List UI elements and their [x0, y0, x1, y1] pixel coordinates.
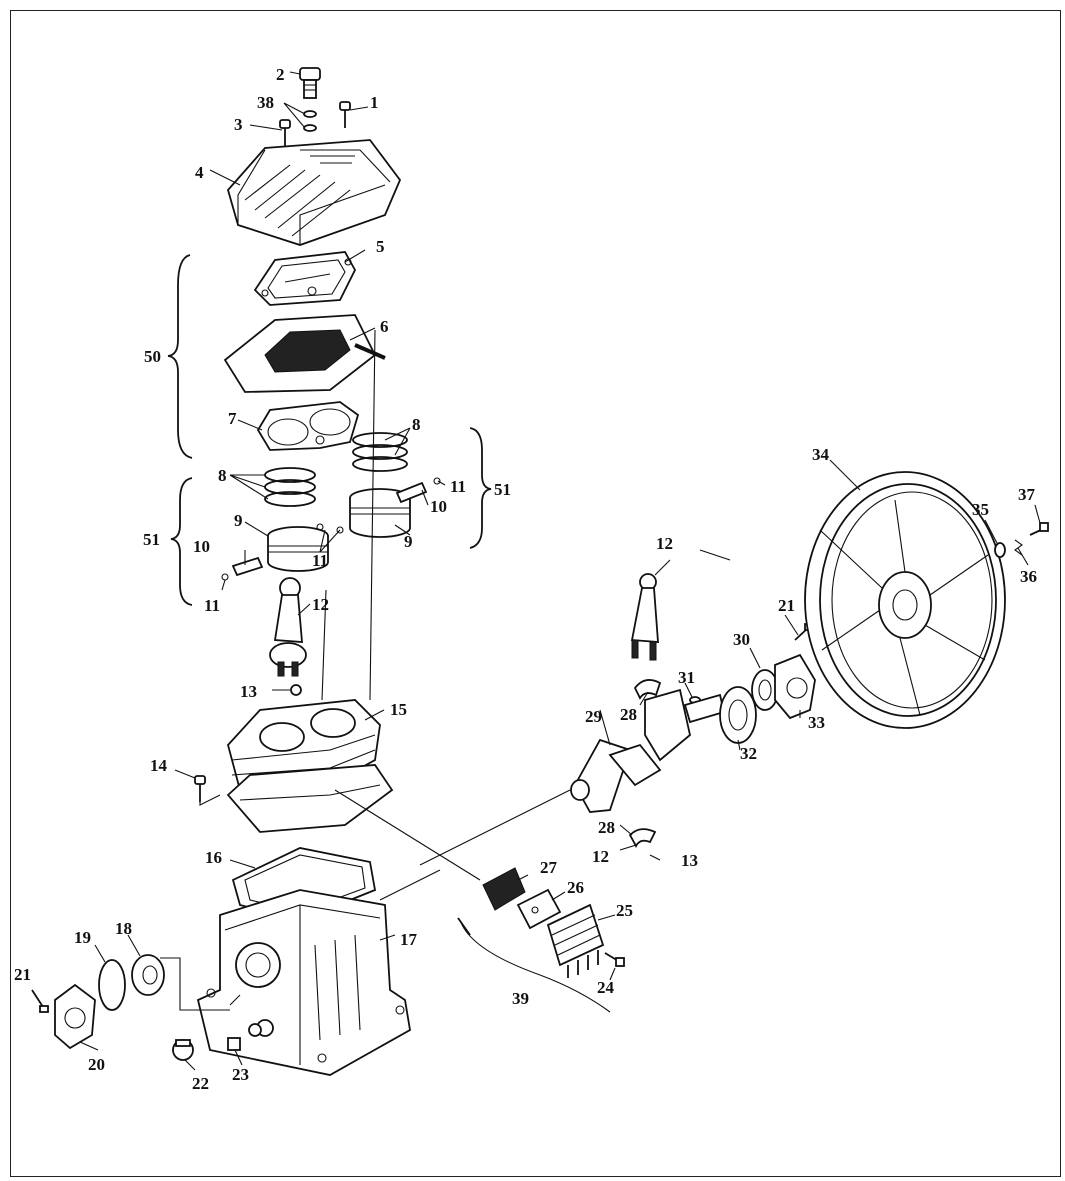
label-5: 5 [376, 237, 385, 256]
part-bearing-32 [719, 686, 757, 744]
label-8-right: 8 [412, 415, 421, 434]
label-22: 22 [192, 1074, 209, 1093]
label-17: 17 [400, 930, 418, 949]
brace-50 [167, 254, 193, 459]
label-20: 20 [88, 1055, 105, 1074]
part-gasket-7 [256, 401, 360, 451]
label-1: 1 [370, 93, 379, 112]
label-33: 33 [808, 713, 825, 732]
part-oring-19 [98, 959, 126, 1011]
label-30: 30 [733, 630, 750, 649]
part-labels: 1 2 3 4 5 6 7 8 8 9 9 10 10 11 11 11 12 … [14, 65, 1037, 1093]
label-11-mid: 11 [312, 551, 328, 570]
label-11-left: 11 [204, 596, 220, 615]
part-bolt-1 [339, 101, 351, 128]
diagram-frame [10, 10, 1061, 1177]
label-39: 39 [512, 989, 529, 1008]
label-15: 15 [390, 700, 407, 719]
label-37: 37 [1018, 485, 1036, 504]
label-18: 18 [115, 919, 132, 938]
label-8-left: 8 [218, 466, 227, 485]
brace-39 [457, 917, 471, 936]
label-16: 16 [205, 848, 222, 867]
label-12-bottom: 12 [592, 847, 609, 866]
part-cylinder-head-4 [226, 139, 402, 246]
label-4: 4 [195, 163, 204, 182]
part-breather-22 [172, 1039, 194, 1061]
part-bearing-shell-28 [628, 679, 662, 848]
label-7: 7 [228, 409, 237, 428]
label-36: 36 [1020, 567, 1037, 586]
part-drain-plug-23 [227, 1023, 262, 1051]
part-connecting-rod-12-left [269, 577, 307, 677]
label-13-left: 13 [240, 682, 257, 701]
label-29: 29 [585, 707, 602, 726]
part-piston-9-right [349, 488, 411, 538]
label-3: 3 [234, 115, 243, 134]
part-plug-2 [299, 67, 321, 99]
label-27: 27 [540, 858, 558, 877]
label-32: 32 [740, 744, 757, 763]
part-flywheel-34 [804, 471, 1006, 729]
label-21-left: 21 [14, 965, 31, 984]
label-51-left: 51 [143, 530, 160, 549]
part-nut-13-left [290, 684, 302, 696]
label-14: 14 [150, 756, 168, 775]
label-10-right: 10 [430, 497, 447, 516]
part-piston-pin-10 [231, 481, 428, 577]
part-piston-rings-8 [264, 432, 408, 507]
label-35: 35 [972, 500, 989, 519]
label-24: 24 [597, 978, 615, 997]
part-washer-35 [994, 542, 1006, 558]
part-crankshaft-29 [570, 688, 726, 813]
part-filter-housing-25 [546, 903, 605, 978]
label-6: 6 [380, 317, 389, 336]
label-21-right: 21 [778, 596, 795, 615]
label-9-right: 9 [404, 532, 413, 551]
part-bolt-21-left [31, 989, 49, 1013]
label-51-right: 51 [494, 480, 511, 499]
label-28-top: 28 [620, 705, 637, 724]
part-screw-24 [604, 952, 625, 967]
part-cylinder-15 [226, 699, 394, 833]
part-piston-9-left [267, 526, 329, 572]
label-26: 26 [567, 878, 584, 897]
part-bearing-18 [131, 954, 165, 996]
part-valve-plate-6 [223, 314, 386, 393]
label-38: 38 [257, 93, 274, 112]
brace-51-right [469, 427, 492, 549]
part-bolt-14 [194, 775, 206, 802]
part-bearing-cover-20 [54, 983, 96, 1050]
label-19: 19 [74, 928, 91, 947]
part-gasket-5 [253, 251, 357, 306]
leader-lines [79, 71, 1041, 1071]
label-13-right: 13 [681, 851, 698, 870]
label-28-bottom: 28 [598, 818, 615, 837]
part-bolt-3 [279, 119, 291, 148]
part-spring-washer-36 [1014, 539, 1023, 556]
part-filter-27 [482, 867, 526, 911]
label-10-left: 10 [193, 537, 210, 556]
part-bearing-cover-33 [774, 653, 816, 720]
label-25: 25 [616, 901, 633, 920]
label-2: 2 [276, 65, 285, 84]
label-11-right: 11 [450, 477, 466, 496]
label-31: 31 [678, 668, 695, 687]
label-23: 23 [232, 1065, 249, 1084]
brace-51-left [170, 477, 193, 606]
part-filter-26 [516, 888, 562, 930]
part-bolt-37 [1029, 522, 1049, 536]
label-12-left: 12 [312, 595, 329, 614]
label-9-left: 9 [234, 511, 243, 530]
part-washers-38 [303, 110, 317, 132]
label-34: 34 [812, 445, 830, 464]
label-50: 50 [144, 347, 161, 366]
label-12-right: 12 [656, 534, 673, 553]
part-connecting-rod-12-right [630, 573, 659, 661]
